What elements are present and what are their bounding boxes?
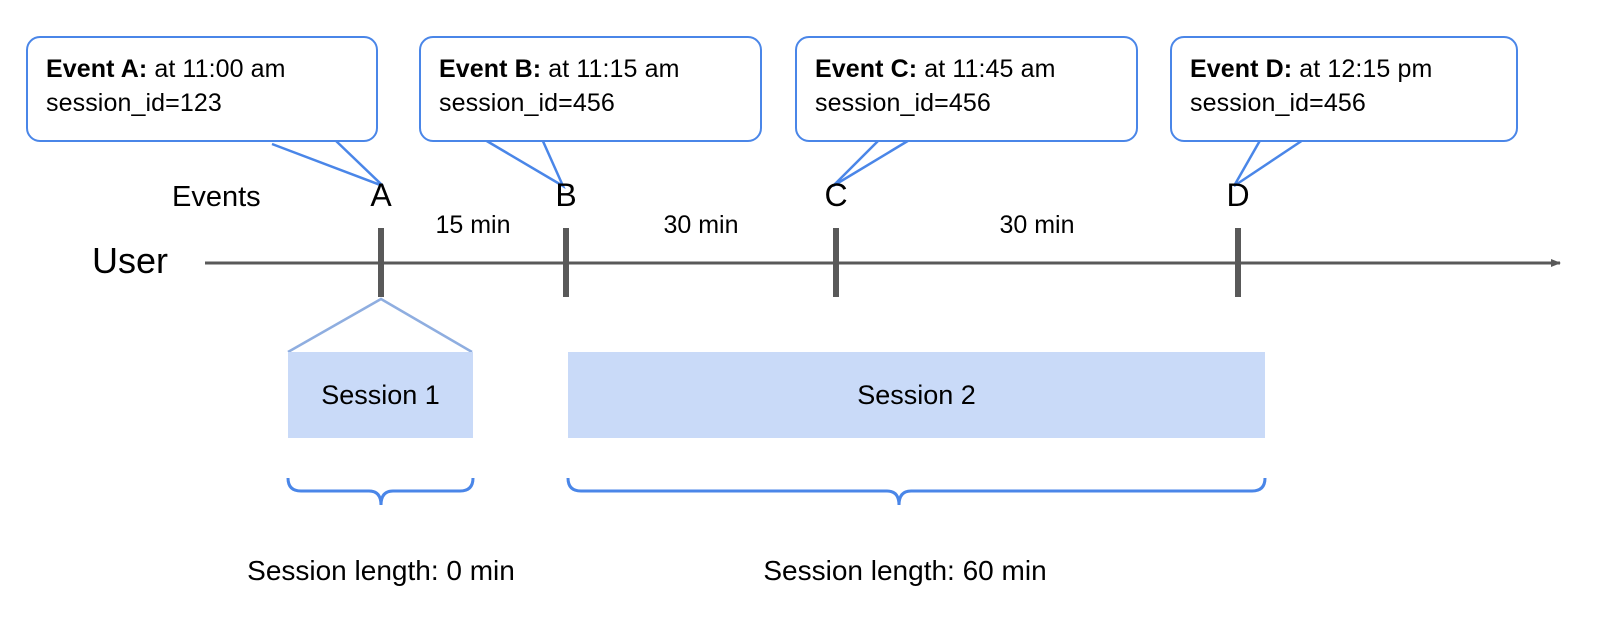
session-length-braces	[286, 477, 1267, 506]
brace-session-2	[566, 477, 1267, 506]
session-bar-2-label: Session 2	[857, 379, 976, 410]
callout-c-lead: Event C:	[815, 55, 918, 83]
row-label-events: Events	[172, 181, 261, 213]
callout-event-b[interactable]: Event B: at 11:15 am session_id=456	[419, 36, 762, 142]
callout-a-line2: session_id=123	[46, 89, 222, 117]
session-bar-1-label: Session 1	[321, 379, 440, 410]
row-label-user: User	[92, 240, 169, 281]
callout-c-line1: Event C: at 11:45 am	[815, 52, 1118, 86]
callout-d-lead: Event D:	[1190, 55, 1293, 83]
callout-b-line1: Event B: at 11:15 am	[439, 52, 742, 86]
callout-d-time: at 12:15 pm	[1292, 55, 1433, 83]
callout-a-lead: Event A:	[46, 55, 148, 83]
callout-event-d[interactable]: Event D: at 12:15 pm session_id=456	[1170, 36, 1518, 142]
session-length-label-2: Session length: 60 min	[763, 555, 1047, 586]
session-length-label-1: Session length: 0 min	[247, 555, 515, 586]
gap-label-b-c: 30 min	[663, 211, 739, 239]
gap-label-a-b: 15 min	[435, 211, 511, 239]
callout-b-line2: session_id=456	[439, 89, 615, 117]
callout-a-line1: Event A: at 11:00 am	[46, 52, 358, 86]
event-label-a: A	[370, 177, 392, 213]
gap-label-c-d: 30 min	[999, 211, 1075, 239]
callout-a-time: at 11:00 am	[147, 55, 286, 83]
callout-b-time: at 11:15 am	[541, 55, 680, 83]
callout-event-c[interactable]: Event C: at 11:45 am session_id=456	[795, 36, 1138, 142]
event-label-c: C	[824, 177, 848, 213]
event-label-d: D	[1226, 177, 1250, 213]
callout-c-line2: session_id=456	[815, 89, 991, 117]
event-label-b: B	[555, 177, 577, 213]
callout-c-time: at 11:45 am	[917, 55, 1056, 83]
brace-session-1	[286, 477, 475, 506]
callout-leader-lines	[271, 134, 1310, 190]
callout-d-line1: Event D: at 12:15 pm	[1190, 52, 1498, 86]
timeline-axis	[205, 228, 1561, 297]
callout-b-lead: Event B:	[439, 55, 542, 83]
session-bar-1[interactable]: Session 1	[288, 352, 473, 438]
session1-connector	[287, 297, 473, 354]
callout-event-a[interactable]: Event A: at 11:00 am session_id=123	[26, 36, 378, 142]
session-bar-2[interactable]: Session 2	[568, 352, 1265, 438]
callout-d-line2: session_id=456	[1190, 89, 1366, 117]
